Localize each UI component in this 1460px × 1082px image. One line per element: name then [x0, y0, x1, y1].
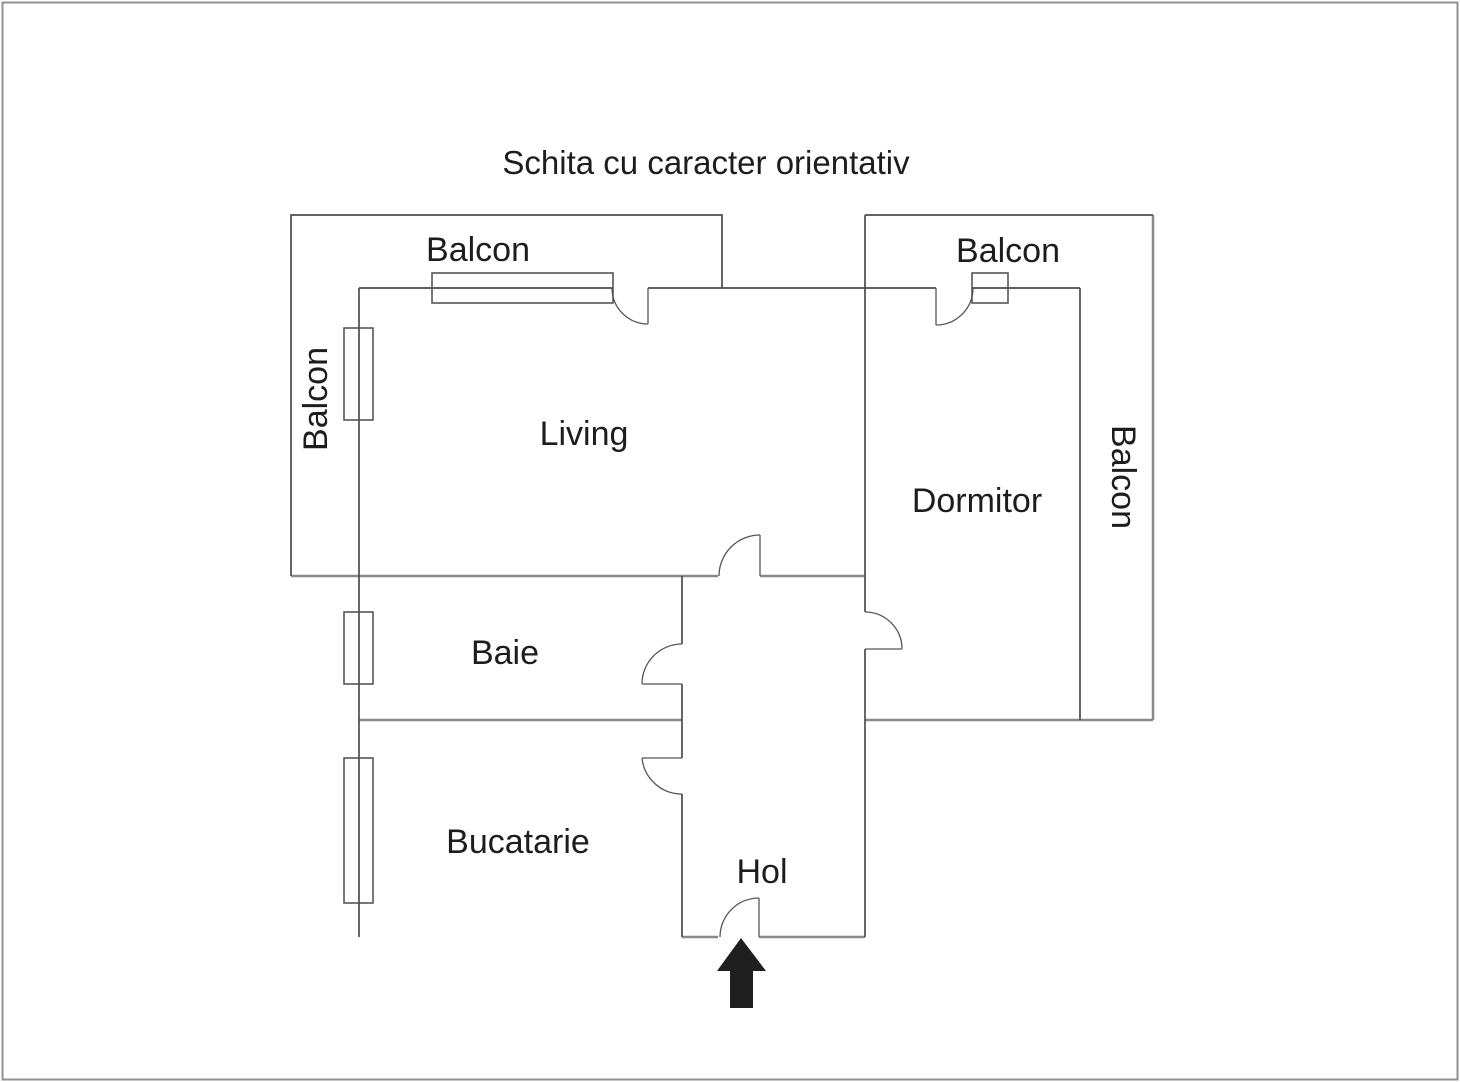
entrance-arrow-icon	[717, 938, 766, 1008]
label-balcony-left: Balcon	[297, 347, 335, 451]
door-arc-bucatarie	[641, 757, 683, 795]
window-baie-left	[343, 611, 374, 685]
label-living: Living	[540, 415, 629, 453]
room-labels: Living Dormitor Baie Bucatarie Hol	[446, 415, 1042, 891]
label-dormitor: Dormitor	[912, 482, 1042, 520]
label-balcony-top-right: Balcon	[956, 232, 1060, 270]
balcony-labels: Balcon Balcon Balcon Balcon	[297, 231, 1142, 529]
windows	[343, 272, 1009, 904]
doors	[611, 287, 974, 938]
label-baie: Baie	[471, 634, 539, 672]
door-arc-entrance	[719, 897, 760, 938]
door-arc-dormitor-hol	[864, 611, 903, 650]
door-arc-living-balcony	[611, 287, 649, 325]
window-dormitor-top	[971, 272, 1009, 304]
window-living-left	[343, 327, 374, 421]
window-living-top	[431, 272, 614, 304]
door-arc-living-hol	[718, 534, 761, 577]
window-bucatarie-left	[343, 757, 374, 904]
label-bucatarie: Bucatarie	[446, 823, 590, 861]
walls-heavy	[291, 215, 1155, 939]
label-hol: Hol	[736, 853, 787, 891]
label-balcony-right: Balcon	[1104, 425, 1142, 529]
plan-title: Schita cu caracter orientativ	[502, 144, 910, 181]
wall-balcony-top-left-outline	[290, 214, 723, 576]
door-arc-dormitor-balcony	[935, 287, 974, 326]
door-arc-baie	[641, 643, 683, 685]
label-balcony-top-left: Balcon	[426, 231, 530, 269]
